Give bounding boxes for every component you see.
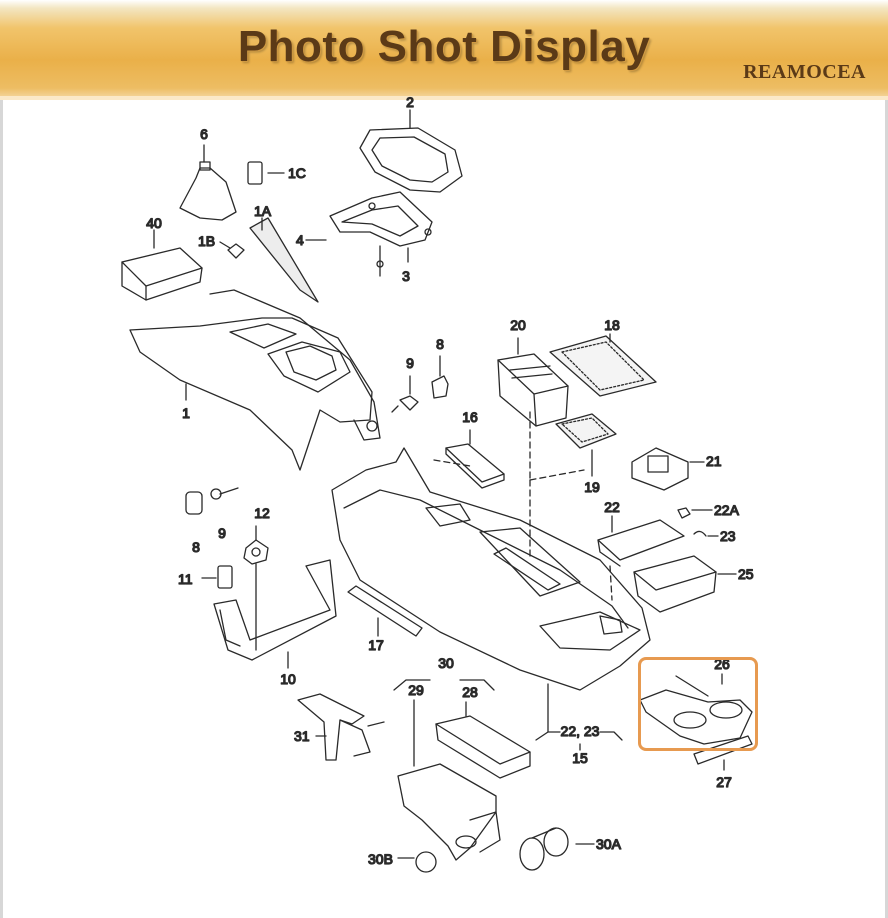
part-31-bracket	[297, 693, 385, 761]
label-17: 17	[368, 637, 384, 653]
header-divider	[0, 96, 888, 100]
label-29: 29	[408, 682, 424, 698]
part-22-lid	[597, 515, 685, 567]
label-20: 20	[510, 317, 526, 333]
callout-30-bracket	[393, 679, 495, 691]
part-1-main-console	[129, 289, 381, 471]
brand-logo-text: REAMOCEA	[743, 61, 866, 83]
part-3-bracket	[305, 191, 433, 277]
label-3: 3	[402, 268, 410, 284]
label-1c: 1C	[288, 165, 306, 181]
part-16-switch-panel	[445, 429, 505, 489]
label-6: 6	[200, 126, 208, 142]
part-23-spring	[693, 530, 719, 537]
part-6-gear-boot	[179, 144, 237, 221]
label-28: 28	[462, 684, 478, 700]
part-18-mat	[549, 333, 657, 397]
part-9-screw	[391, 375, 419, 413]
part-29-armrest-base	[397, 699, 501, 861]
part-26-cup-holder	[639, 673, 753, 745]
part-40-tray	[121, 229, 203, 301]
part-11-clip	[201, 565, 233, 589]
page-title: Photo Shot Display	[237, 22, 651, 71]
label-23: 23	[720, 528, 736, 544]
highlight-box-part-26	[638, 657, 758, 751]
label-11: 11	[178, 571, 193, 587]
diagram-frame	[0, 100, 888, 918]
label-1b: 1B	[198, 233, 215, 249]
label-21: 21	[706, 453, 722, 469]
callout-15-bracket	[535, 731, 623, 751]
part-2-gate-frame	[359, 109, 463, 193]
part-28-armrest-lid	[435, 701, 531, 779]
part-20-box	[497, 337, 569, 427]
part-21-bezel	[631, 447, 705, 491]
label-8-lower: 8	[192, 539, 200, 555]
part-10-bracket	[213, 559, 337, 669]
label-22: 22	[604, 499, 620, 515]
part-19-mat	[555, 413, 617, 477]
label-1a: 1A	[254, 203, 272, 219]
part-1c-clip	[247, 161, 285, 185]
part-8-cap	[185, 491, 203, 515]
label-22-23: 22, 23	[561, 723, 600, 739]
label-40: 40	[146, 215, 162, 231]
part-9-bolt	[210, 487, 239, 500]
part-8-grommet	[431, 355, 449, 399]
part-30b-cap	[397, 851, 437, 873]
label-9-lower: 9	[218, 525, 226, 541]
label-25: 25	[738, 566, 754, 582]
part-25-drawer	[633, 555, 737, 613]
label-30: 30	[438, 655, 454, 671]
label-30a: 30A	[596, 836, 622, 852]
label-30b: 30B	[368, 851, 393, 867]
label-10: 10	[280, 671, 296, 687]
label-31: 31	[294, 728, 310, 744]
part-22a-pin	[677, 507, 713, 519]
part-30a-cup	[519, 827, 595, 871]
label-1: 1	[182, 405, 190, 421]
part-17-strip	[347, 585, 423, 637]
header-banner	[0, 0, 888, 100]
label-12: 12	[254, 505, 270, 521]
label-19: 19	[584, 479, 600, 495]
label-16: 16	[462, 409, 478, 425]
label-4: 4	[296, 232, 304, 248]
part-1a-trim	[219, 217, 319, 303]
label-2: 2	[406, 94, 414, 110]
label-27: 27	[716, 774, 732, 790]
label-8-upper: 8	[436, 336, 444, 352]
label-9-upper: 9	[406, 355, 414, 371]
part-12-nut	[243, 525, 269, 651]
part-15-lower-console	[331, 447, 651, 733]
assembly-guide-lines	[433, 411, 613, 601]
label-18: 18	[604, 317, 620, 333]
label-15: 15	[572, 750, 588, 766]
label-22a: 22A	[714, 502, 740, 518]
